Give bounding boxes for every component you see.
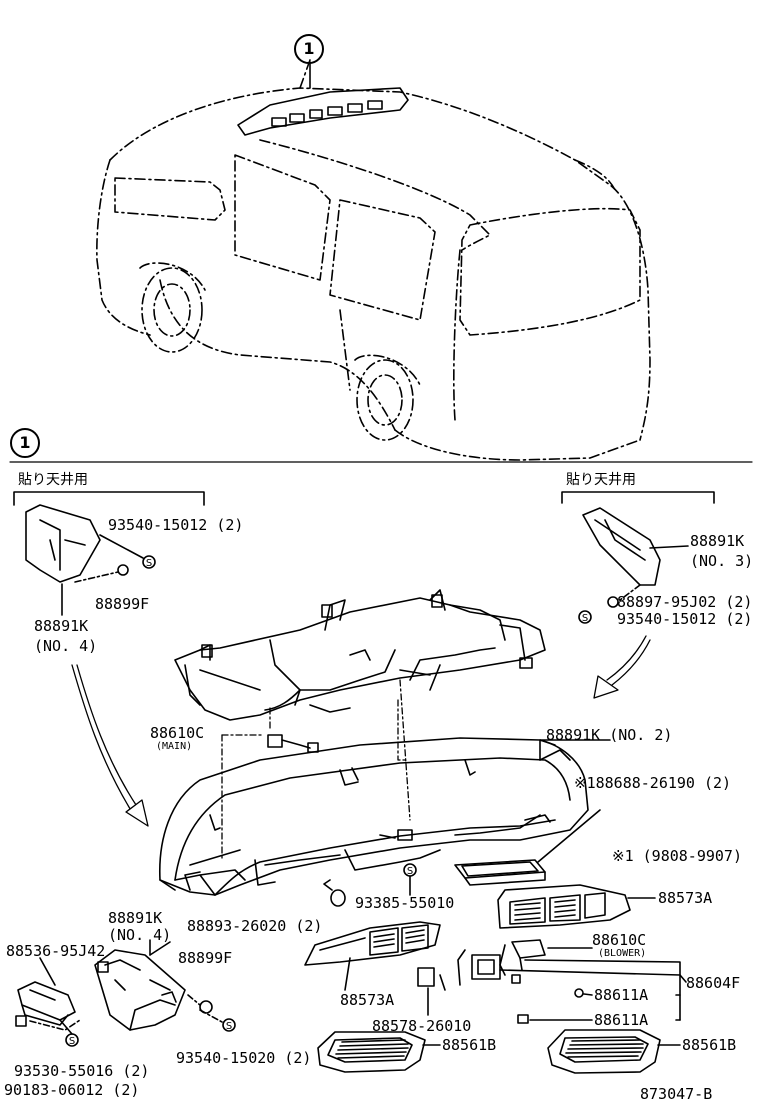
part-label-sub: (MAIN) <box>156 741 193 752</box>
diagram-code: 873047-B <box>640 1085 713 1103</box>
group-left-label: 貼り天井用 <box>18 472 88 488</box>
part-label: 88891K (NO. 2) <box>546 726 673 744</box>
part-label: 93540-15012 (2) <box>108 516 244 534</box>
part-88611a-1 <box>574 988 584 998</box>
part-label: 88893-26020 (2) <box>187 917 323 935</box>
s-marker-5: S <box>69 1036 75 1047</box>
leader-88688 <box>537 809 601 863</box>
roof-console <box>237 87 409 136</box>
arrow-right <box>593 635 651 699</box>
group-bracket-right <box>561 491 715 504</box>
part-label: 93540-15012 (2) <box>617 610 753 628</box>
bracket-no4-bottom <box>94 949 186 1031</box>
part-label: 88899F <box>95 595 150 613</box>
part-label: 93540-15020 (2) <box>176 1049 312 1067</box>
lamp-88573a-right <box>497 884 631 929</box>
clip-88899f-1 <box>117 564 129 576</box>
part-label: 88891K <box>108 909 163 927</box>
part-label: 88891K <box>34 617 89 635</box>
part-label: 88611A <box>594 986 649 1004</box>
part-label: (NO. 3) <box>690 552 754 570</box>
part-88611a-2 <box>517 1014 529 1024</box>
part-label: 88536-95J42 <box>6 942 106 960</box>
part-label: ※188688-26190 (2) <box>574 774 732 792</box>
part-label: ※1 (9808-9907) <box>612 847 742 865</box>
cover-88561b-left <box>317 1031 426 1073</box>
lamp-88573a-left <box>304 921 441 966</box>
part-label: 90183-06012 (2) <box>4 1081 140 1099</box>
part-label: 88611A <box>594 1011 649 1029</box>
cover-88561b-right <box>547 1029 661 1074</box>
lens-88688 <box>454 859 546 886</box>
part-label: 93385-55010 <box>355 894 455 912</box>
group-right-label: 貼り天井用 <box>566 472 636 488</box>
s-markers: S S S S S <box>69 558 588 1047</box>
part-label: 88899F <box>178 949 233 967</box>
clip-88897 <box>607 596 619 608</box>
s-marker-3: S <box>407 866 413 877</box>
part-label: (NO. 4) <box>34 637 98 655</box>
part-label: 88891K <box>690 532 745 550</box>
part-label: 88561B <box>442 1036 497 1054</box>
leader-88573a-l <box>344 957 351 991</box>
blower-switch-assy <box>439 949 521 991</box>
screw-s-4 <box>222 1018 236 1032</box>
van-outline <box>96 59 651 461</box>
part-label: 88610C <box>150 724 205 742</box>
part-label: 88604F <box>686 974 741 992</box>
part-label: (NO. 4) <box>108 926 172 944</box>
bracket-no3 <box>582 507 661 586</box>
part-88536 <box>17 981 76 1026</box>
part-label: 88573A <box>658 889 713 907</box>
s-marker-2: S <box>582 613 588 624</box>
screw-s-1 <box>142 555 156 569</box>
part-label: 88610C <box>592 931 647 949</box>
arrow-left <box>71 664 149 827</box>
part-label-sub: (BLOWER) <box>598 948 647 959</box>
clip-88893 <box>323 879 346 907</box>
part-90183 <box>15 1015 27 1027</box>
switch-88610c-main <box>267 734 319 753</box>
section-marker: 1 <box>10 428 40 458</box>
group-bracket-left <box>13 491 205 506</box>
callout-marker: 1 <box>294 34 324 64</box>
part-label: 88897-95J02 (2) <box>617 593 753 611</box>
screw-s-2 <box>578 610 592 624</box>
roof-frame <box>174 589 546 721</box>
s-marker-1: S <box>146 558 152 569</box>
part-label: 93530-55016 (2) <box>14 1062 150 1080</box>
part-label: 88573A <box>340 991 395 1009</box>
part-label: 88561B <box>682 1036 737 1054</box>
part-label: 88578-26010 <box>372 1017 472 1035</box>
part-88578 <box>417 967 435 987</box>
bracket-no4-top <box>25 504 101 583</box>
s-marker-4: S <box>226 1021 232 1032</box>
